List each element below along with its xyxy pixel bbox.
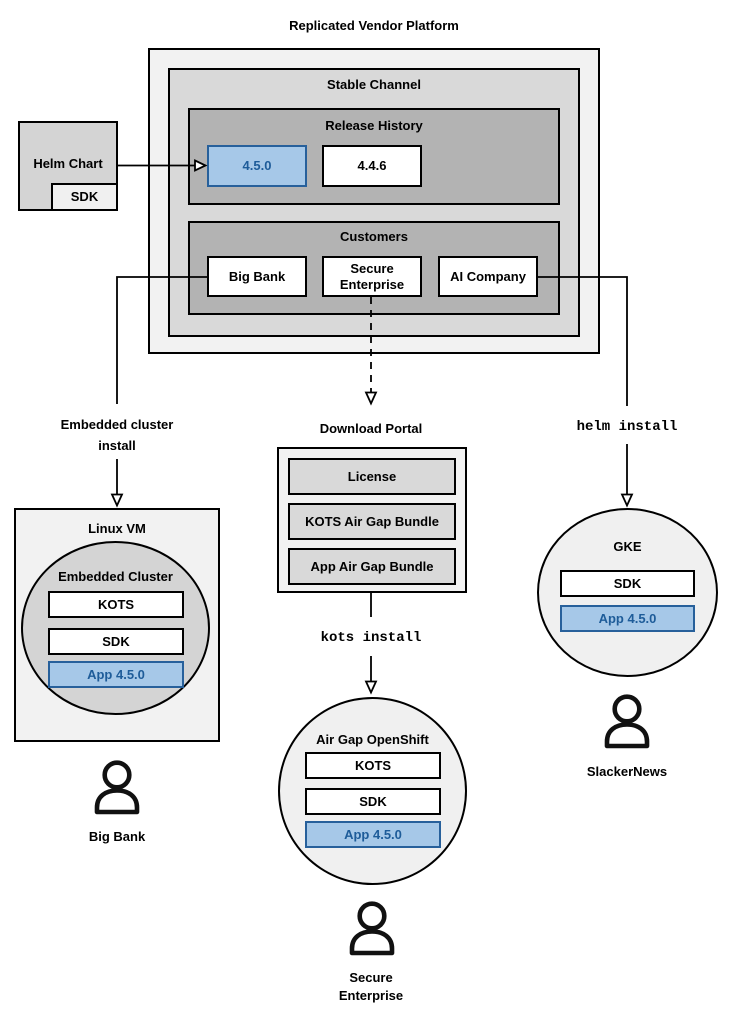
- customer-ai-company-box: AI Company: [438, 256, 538, 297]
- release-box-current: 4.5.0: [207, 145, 307, 187]
- edge-label-helm-install: helm install: [576, 419, 678, 435]
- embedded-cluster-sdk-box: SDK: [48, 628, 184, 655]
- secure-enterprise-user-icon: [349, 901, 395, 956]
- gke-app-box: App 4.5.0: [560, 605, 695, 632]
- big-bank-user-label: Big Bank: [88, 829, 146, 844]
- release-box-previous: 4.4.6: [322, 145, 422, 187]
- big-bank-user-icon: [94, 760, 140, 815]
- linux-vm-title: Linux VM: [88, 521, 146, 536]
- edge-label-kots-install: kots install: [320, 630, 422, 646]
- secure-enterprise-user-label: Secure Enterprise: [338, 970, 404, 1003]
- openshift-kots-box: KOTS: [305, 752, 441, 779]
- edge-label-embedded-cluster-install: Embedded cluster install: [60, 417, 174, 453]
- app-air-gap-bundle-box: App Air Gap Bundle: [288, 548, 456, 585]
- air-gap-openshift-title: Air Gap OpenShift: [316, 732, 429, 747]
- customers-title: Customers: [340, 229, 408, 244]
- helm-chart-sdk-box: SDK: [51, 183, 118, 211]
- license-box: License: [288, 458, 456, 495]
- arrowhead-linux-vm: [110, 493, 124, 508]
- arrowhead-openshift: [364, 680, 378, 695]
- arrowhead-gke: [620, 493, 634, 508]
- embedded-cluster-kots-box: KOTS: [48, 591, 184, 618]
- gke-sdk-box: SDK: [560, 570, 695, 597]
- openshift-sdk-box: SDK: [305, 788, 441, 815]
- slackernews-user-icon: [604, 694, 650, 749]
- diagram-title: Replicated Vendor Platform: [289, 18, 459, 33]
- embedded-cluster-title: Embedded Cluster: [58, 569, 173, 584]
- customer-secure-enterprise-box: Secure Enterprise: [322, 256, 422, 297]
- stable-channel-title: Stable Channel: [327, 77, 421, 92]
- arrowhead-download-portal: [364, 391, 378, 406]
- customer-big-bank-box: Big Bank: [207, 256, 307, 297]
- gke-title: GKE: [613, 539, 642, 554]
- slackernews-user-label: SlackerNews: [586, 764, 668, 779]
- openshift-app-box: App 4.5.0: [305, 821, 441, 848]
- kots-air-gap-bundle-box: KOTS Air Gap Bundle: [288, 503, 456, 540]
- download-portal-title: Download Portal: [319, 421, 423, 436]
- release-history-title: Release History: [325, 118, 423, 133]
- embedded-cluster-app-box: App 4.5.0: [48, 661, 184, 688]
- helm-chart-title: Helm Chart: [33, 156, 103, 171]
